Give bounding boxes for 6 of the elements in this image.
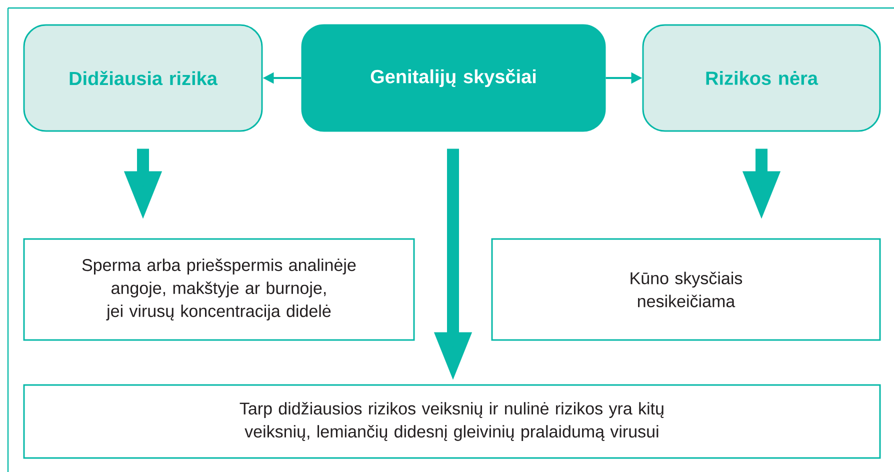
- description-box: Sperma arba priešspermis analinėje angoje, makštyje ar burnoje, jei virusų koncentracija didelė: [23, 238, 415, 341]
- risk-box: Rizikos nėra: [642, 24, 881, 132]
- note-box: Tarp didžiausios rizikos veiksnių ir nulinė rizikos yra kitų veiksnių, lemiančių didesnį gleivinių pralaidumą virusui: [23, 384, 881, 459]
- source-box: Genitalijų skysčiai: [301, 24, 606, 132]
- risk-box: Didžiausia rizika: [23, 24, 263, 132]
- description-box: Kūno skysčiais nesikeičiama: [491, 238, 881, 341]
